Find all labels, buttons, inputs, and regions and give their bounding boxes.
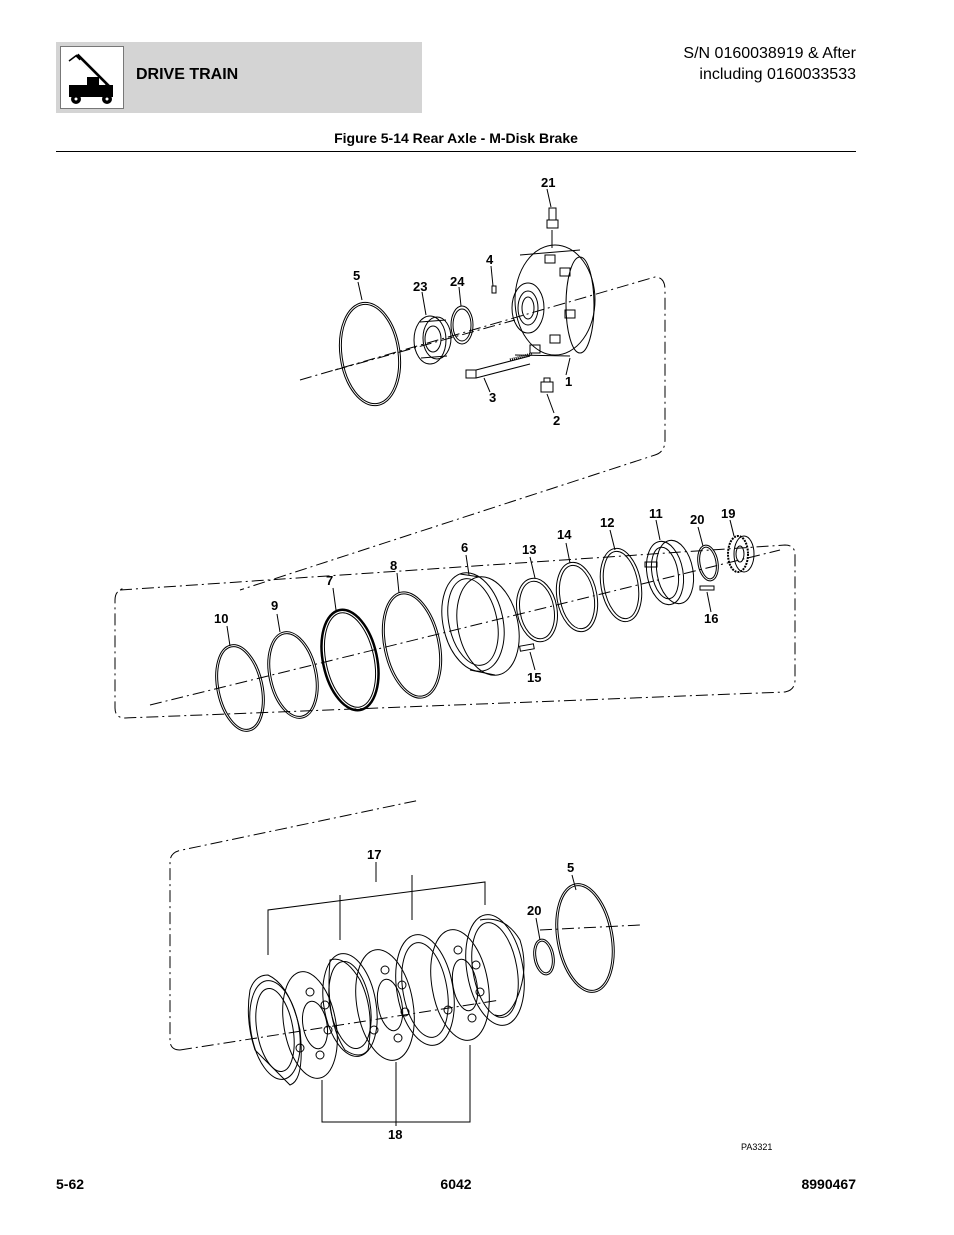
callout-18: 18: [388, 1127, 402, 1142]
callout-6: 6: [461, 540, 468, 555]
item-17-friction-plates: [247, 914, 525, 1086]
item-21-fitting: [546, 207, 559, 248]
item-5-o-ring-bottom: [555, 883, 615, 993]
header-rule: [56, 151, 856, 152]
callout-11: 11: [649, 506, 663, 521]
callout-14: 14: [557, 527, 572, 542]
item-6-piston: [441, 572, 520, 676]
callout-8: 8: [390, 558, 397, 573]
callout-19: 19: [721, 506, 735, 521]
item-10-ring: [215, 644, 265, 732]
item-15-pin: [519, 643, 535, 652]
page-number: 5-62: [56, 1176, 85, 1192]
model-number: 6042: [440, 1176, 472, 1192]
serial-line-1: S/N 0160038919 & After: [683, 45, 856, 62]
manual-number: 8990467: [801, 1176, 856, 1192]
item-3-bolt: [465, 352, 533, 379]
callout-12: 12: [600, 515, 614, 530]
callout-21: 21: [541, 175, 555, 190]
callout-20-bottom: 20: [527, 903, 541, 918]
item-9-ring: [267, 631, 319, 719]
item-13-snap-ring: [516, 577, 558, 643]
section-header: DRIVE TRAIN: [56, 42, 422, 113]
item-11-housing: [644, 539, 695, 606]
callout-20: 20: [690, 512, 704, 527]
callout-13: 13: [522, 542, 536, 557]
item-20-ring-bottom: [533, 938, 555, 976]
item-12-ring: [599, 547, 643, 623]
callout-1: 1: [565, 374, 572, 389]
item-1-housing: [511, 244, 596, 357]
callout-3: 3: [489, 390, 496, 405]
callout-5: 5: [353, 268, 360, 283]
callout-10: 10: [214, 611, 228, 626]
item-19-gear: [727, 535, 755, 573]
item-24-ring: [450, 305, 474, 345]
item-4-plug: [491, 285, 497, 294]
item-5-o-ring: [338, 301, 402, 407]
callout-9: 9: [271, 598, 278, 613]
callout-7: 7: [326, 573, 333, 588]
figure-title: Figure 5-14 Rear Axle - M-Disk Brake: [334, 130, 578, 146]
section-title: DRIVE TRAIN: [136, 66, 239, 83]
callout-16: 16: [704, 611, 718, 626]
item-2-plug: [540, 377, 554, 393]
item-20-ring-mid: [697, 544, 719, 582]
item-7-ring: [320, 608, 380, 712]
callout-17: 17: [367, 847, 381, 862]
item-8-ring: [381, 591, 443, 699]
item-18-separator-plates: [282, 929, 490, 1079]
callout-23: 23: [413, 279, 427, 294]
item-23-bearing: [413, 315, 452, 365]
item-16-pin: [699, 585, 715, 591]
callout-2: 2: [553, 413, 560, 428]
telehandler-icon: [60, 46, 124, 109]
callout-4: 4: [486, 252, 494, 267]
drawing-code: PA3321: [741, 1142, 772, 1152]
serial-range: S/N 0160038919 & After including 0160033…: [683, 43, 856, 85]
callout-15: 15: [527, 670, 541, 685]
serial-line-2: including 0160033533: [699, 66, 856, 83]
callout-24: 24: [450, 274, 465, 289]
item-14-ring: [555, 561, 599, 633]
callout-5-bottom: 5: [567, 860, 574, 875]
